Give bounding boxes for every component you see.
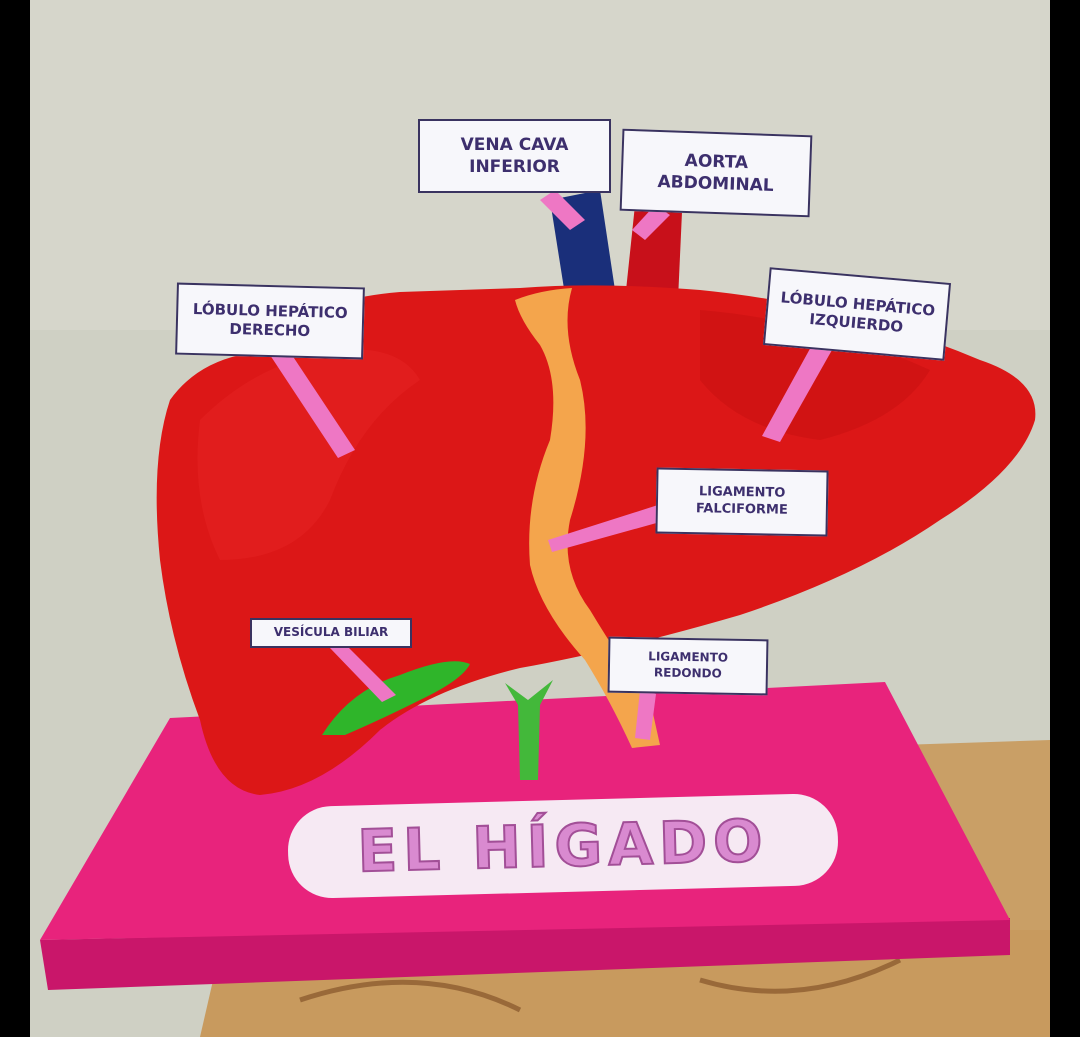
pointer-aorta xyxy=(632,205,670,240)
label-line: LIGAMENTO xyxy=(648,649,729,666)
label-lobulo-izquierdo: LÓBULO HEPÁTICO IZQUIERDO xyxy=(762,267,952,361)
label-ligamento-redondo: LIGAMENTO REDONDO xyxy=(607,636,769,696)
pointer-lobulo-derecho xyxy=(270,352,355,458)
label-line: ABDOMINAL xyxy=(657,171,774,197)
title-plaque xyxy=(288,793,838,899)
label-line: LÓBULO HEPÁTICO xyxy=(192,299,348,322)
label-line: FALCIFORME xyxy=(695,501,788,518)
label-aorta: AORTA ABDOMINAL xyxy=(619,128,813,218)
label-vena-cava: VENA CAVA INFERIOR xyxy=(418,119,611,193)
title-text: EL HÍGADO xyxy=(357,806,770,886)
label-line: INFERIOR xyxy=(469,157,560,177)
label-lobulo-derecho: LÓBULO HEPÁTICO DERECHO xyxy=(175,282,365,360)
label-line: VESÍCULA BILIAR xyxy=(273,625,389,640)
pink-base-side xyxy=(40,918,1010,990)
label-ligamento-falciforme: LIGAMENTO FALCIFORME xyxy=(655,467,829,537)
label-line: REDONDO xyxy=(653,665,722,681)
pointer-redondo xyxy=(635,690,656,740)
label-line: LIGAMENTO xyxy=(698,484,786,501)
label-line: AORTA xyxy=(684,150,749,174)
pointer-lobulo-izquierdo xyxy=(762,345,832,442)
label-line: VENA CAVA xyxy=(460,134,569,155)
pointer-vesicula xyxy=(330,645,396,702)
green-stem xyxy=(505,680,553,780)
gallbladder-shape xyxy=(322,661,470,735)
pointer-vena-cava xyxy=(540,190,585,230)
label-line: DERECHO xyxy=(229,319,311,341)
pointer-strips xyxy=(270,190,832,740)
pointer-falciforme xyxy=(548,505,660,552)
label-vesicula-biliar: VESÍCULA BILIAR xyxy=(250,618,412,648)
